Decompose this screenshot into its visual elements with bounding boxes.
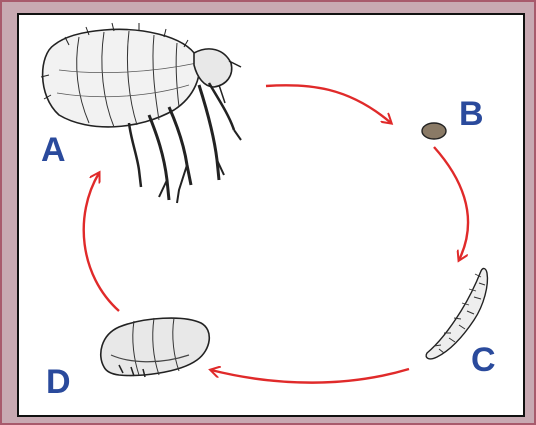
adult-flea-illustration <box>41 23 241 203</box>
stage-label-a: A <box>41 133 66 167</box>
egg-illustration <box>422 123 446 139</box>
arrow-a-to-b <box>266 85 391 123</box>
stage-label-b: B <box>459 97 484 131</box>
stage-label-d: D <box>46 365 71 399</box>
lifecycle-panel: A B C D <box>17 13 525 417</box>
arrow-d-to-a <box>84 173 119 311</box>
stage-label-c: C <box>471 343 496 377</box>
arrow-b-to-c <box>434 147 468 260</box>
pupa-illustration <box>101 318 210 377</box>
arrow-c-to-d <box>211 369 409 383</box>
lifecycle-diagram <box>19 15 525 417</box>
